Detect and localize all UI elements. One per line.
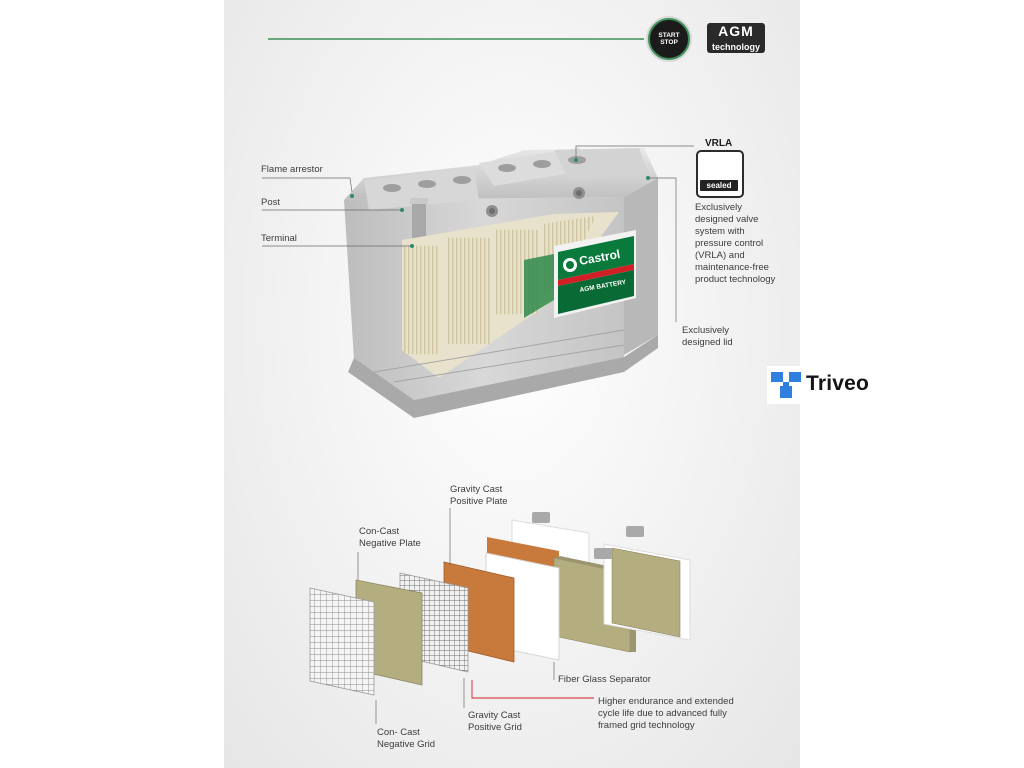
battery-illustration: Castrol AGM BATTERY — [262, 38, 730, 724]
agm-subtitle: technology — [711, 42, 760, 52]
battery-leader-dots — [350, 158, 650, 248]
triveo-logo-text: Triveo — [806, 372, 870, 395]
lid-label: Exclusively designed lid — [682, 325, 733, 348]
flame-arrestor-label: Flame arrestor — [261, 164, 323, 175]
plates-exploded-view — [309, 512, 691, 696]
battery-leader-lines — [262, 145, 694, 322]
con-cast-negative-plate-label: Con-Cast Negative Plate — [359, 526, 421, 549]
fiber-glass-separator-label: Fiber Glass Separator — [558, 674, 651, 685]
endurance-leader-line — [471, 680, 594, 699]
con-cast-negative-grid-label: Con- Cast Negative Grid — [377, 727, 436, 750]
vrla-description: Exclusively designed valve system with p… — [695, 202, 776, 285]
agm-title: AGM — [718, 23, 754, 39]
terminal-label: Terminal — [261, 233, 297, 244]
higher-endurance-label: Higher endurance and extended cycle life… — [598, 696, 734, 731]
start-stop-line2: STOP — [660, 39, 678, 46]
gravity-cast-positive-grid-label: Gravity Cast Positive Grid — [468, 710, 522, 733]
agm-technology-badge: AGM technology — [707, 23, 765, 53]
gravity-cast-positive-plate-label: Gravity Cast Positive Plate — [450, 484, 508, 507]
start-stop-badge: START STOP — [648, 18, 690, 60]
triveo-logo-icon — [771, 372, 801, 398]
post-label: Post — [261, 197, 281, 208]
triveo-logo: Triveo — [767, 366, 870, 404]
battery: Castrol AGM BATTERY — [344, 148, 658, 418]
sealed-text: sealed — [700, 180, 738, 191]
vrla-title: VRLA — [705, 138, 733, 149]
product-panel: START STOP AGM technology — [224, 0, 800, 768]
plate-leader-lines — [357, 508, 555, 724]
start-stop-line1: START — [658, 32, 680, 39]
